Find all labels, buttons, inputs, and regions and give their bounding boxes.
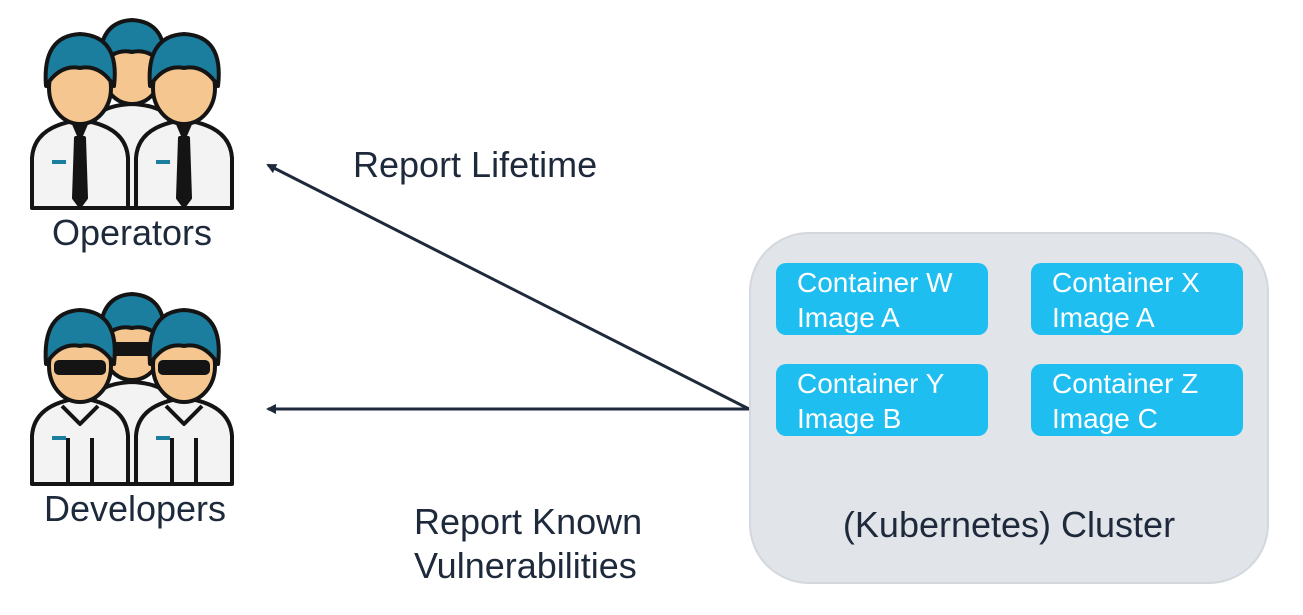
report-vulnerabilities-label: Report Known Vulnerabilities [414, 500, 642, 588]
container-image: Image C [1052, 403, 1158, 434]
container-name: Container X [1052, 267, 1200, 298]
container-image: Image B [797, 403, 902, 434]
cluster-label: (Kubernetes) Cluster [842, 504, 1176, 545]
developers-label: Developers [43, 488, 227, 529]
container-z: Container Z Image C [1031, 364, 1243, 436]
developers-group-icon [30, 292, 234, 486]
container-image: Image A [1052, 302, 1155, 333]
container-name: Container Z [1052, 368, 1199, 399]
report-lifetime-label: Report Lifetime [353, 144, 598, 185]
report-vulnerabilities-line2: Vulnerabilities [414, 545, 637, 586]
container-y: Container Y Image B [776, 364, 988, 436]
report-lifetime-arrow [266, 163, 750, 411]
container-x: Container X Image A [1031, 263, 1243, 335]
container-w: Container W Image A [776, 263, 988, 335]
container-name: Container W [797, 267, 953, 298]
operators-label: Operators [51, 212, 213, 253]
report-vulnerabilities-line1: Report Known [414, 501, 643, 542]
container-image: Image A [797, 302, 900, 333]
operators-group-icon [30, 18, 234, 210]
kubernetes-cluster: Container W Image A Container X Image A … [749, 232, 1269, 584]
container-name: Container Y [797, 368, 945, 399]
